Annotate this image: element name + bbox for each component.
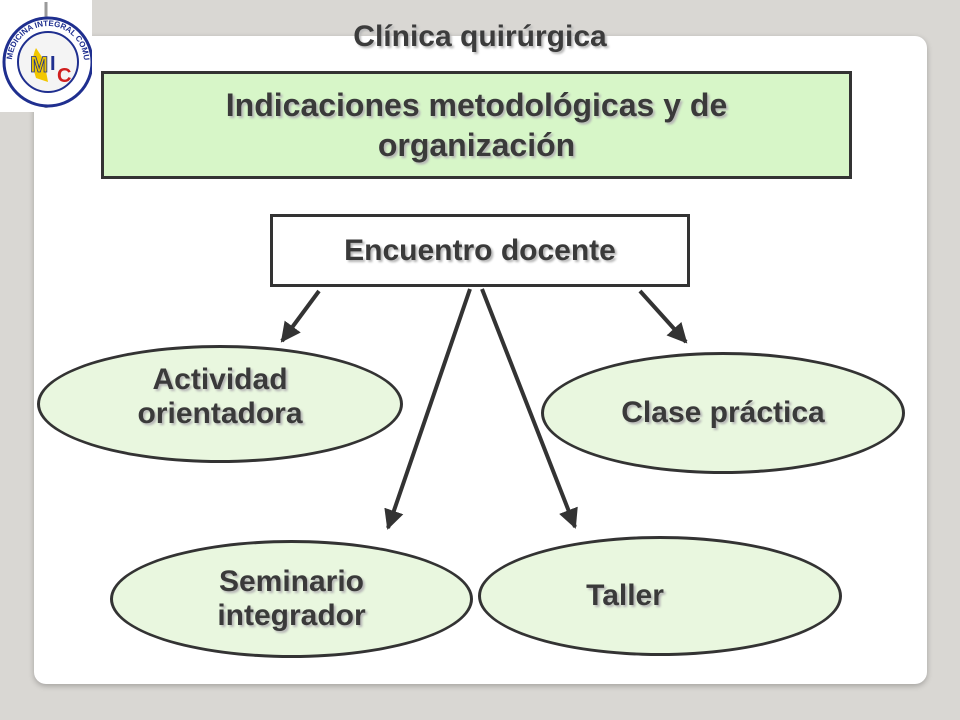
logo-letter-i: I bbox=[50, 53, 56, 75]
medicina-integral-logo-icon: MEDICINA INTEGRAL COMUNITARIA M I C bbox=[0, 0, 94, 108]
node-actividad-orientadora: Actividad orientadora bbox=[37, 345, 403, 463]
arrow-to-clase bbox=[638, 289, 688, 344]
node-taller-label: Taller bbox=[586, 579, 664, 612]
logo-inner-ring bbox=[17, 31, 79, 93]
logo-letter-c: C bbox=[57, 65, 71, 87]
node-clase-label: Clase práctica bbox=[621, 396, 825, 429]
banner-line-2: organización bbox=[377, 127, 576, 163]
arrow-to-actividad bbox=[280, 289, 321, 343]
node-clase-practica: Clase práctica bbox=[541, 352, 905, 474]
banner-line-1: Indicaciones metodológicas y de bbox=[225, 87, 728, 123]
center-node-label: Encuentro docente bbox=[344, 233, 616, 267]
slide-title: Clínica quirúrgica bbox=[353, 20, 607, 53]
center-node: Encuentro docente bbox=[270, 214, 690, 287]
node-seminario-integrador: Seminario integrador bbox=[110, 540, 473, 658]
node-seminario-line-1: Seminario bbox=[218, 565, 365, 598]
node-actividad-line-2: orientadora bbox=[137, 397, 303, 430]
logo-map-shape bbox=[33, 48, 48, 82]
arrow-to-taller bbox=[480, 288, 578, 529]
logo-letter-m: M bbox=[30, 52, 48, 77]
logo: MEDICINA INTEGRAL COMUNITARIA M I C bbox=[0, 0, 94, 112]
arrow-to-seminario bbox=[384, 288, 472, 530]
node-seminario-line-2: integrador bbox=[217, 599, 366, 632]
node-taller: Taller bbox=[478, 536, 842, 656]
node-actividad-line-1: Actividad bbox=[152, 363, 288, 396]
banner-box: Indicaciones metodológicas y de organiza… bbox=[101, 71, 852, 179]
